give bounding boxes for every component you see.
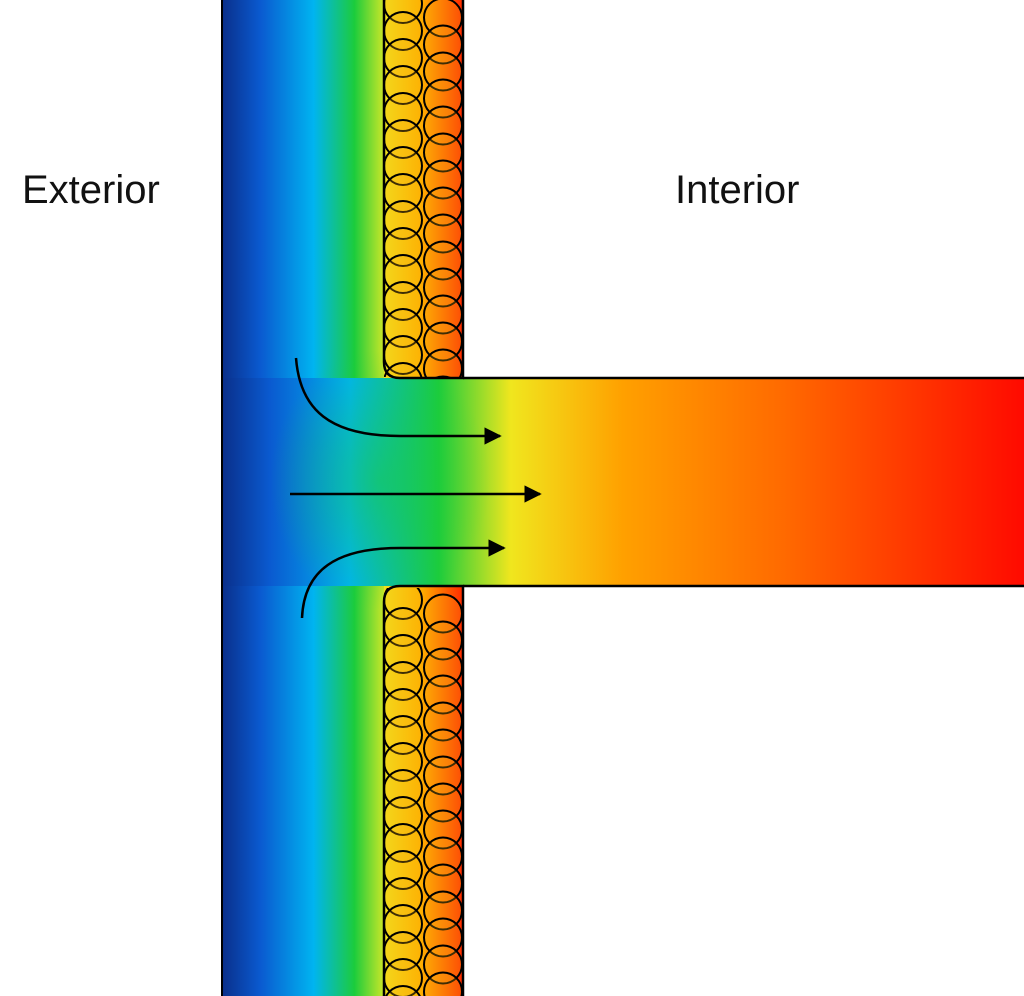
insulation-layer-top [382, 0, 465, 380]
insulation-cell [384, 958, 423, 996]
interior-label: Interior [675, 168, 800, 212]
heat-flow-arrow-icon [300, 539, 506, 619]
insulation-cell [385, 985, 421, 996]
insulation-cells-bottom [384, 588, 463, 996]
bridge-cold-spot [270, 350, 490, 610]
exterior-label: Exterior [22, 168, 160, 212]
insulation-layer-bottom [382, 584, 465, 996]
heat-flow-arrow-icon [294, 357, 502, 445]
insulation-cell [384, 362, 423, 377]
insulation-cells-top [384, 0, 463, 377]
